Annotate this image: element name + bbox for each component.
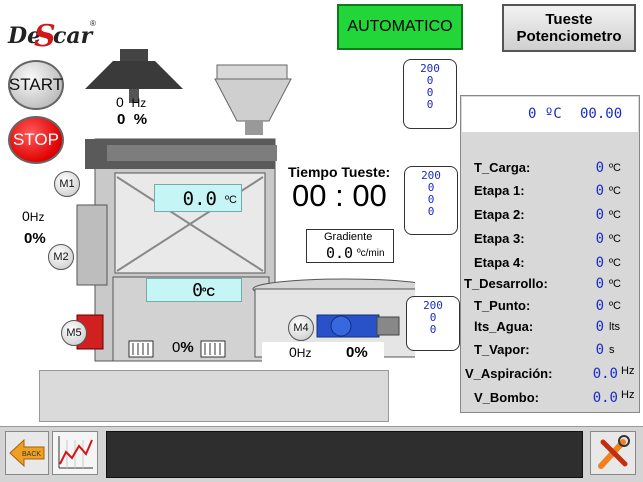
start-button[interactable]: START — [8, 60, 64, 110]
summary-temperature: 0 ºC — [528, 106, 562, 122]
settings-tools-button[interactable] — [590, 431, 636, 475]
m2-percent: 0% — [24, 230, 46, 247]
gradient-label: Gradiente — [324, 231, 373, 243]
info-message-area — [39, 370, 389, 422]
aspiration-freq: 0 Hz — [116, 94, 147, 110]
summary-time: 00.00 — [580, 106, 623, 122]
motor-m5-indicator[interactable]: M5 — [61, 320, 87, 346]
line-chart-icon — [58, 436, 93, 469]
back-button[interactable]: BACK — [5, 431, 49, 475]
roast-time-value: 00 : 00 — [292, 178, 387, 213]
gradient-unit: ºc/min — [357, 248, 385, 259]
motor-m1-indicator[interactable]: M1 — [54, 171, 80, 197]
roast-curve-chart-button[interactable] — [52, 431, 98, 475]
motor-m4-indicator[interactable]: M4 — [288, 315, 314, 341]
svg-text:S: S — [34, 19, 56, 52]
back-arrow-icon: BACK — [9, 438, 45, 468]
roast-mode-button[interactable]: Tueste Potenciometro — [502, 4, 636, 52]
gradient-value: 0.0 — [326, 244, 354, 262]
svg-text:®: ® — [90, 19, 96, 28]
brand-logo: De S car ® — [6, 10, 98, 54]
lower-temperature-display: 0 ºC — [146, 278, 242, 302]
roast-summary-header — [462, 97, 638, 132]
roast-time-label: Tiempo Tueste: — [288, 164, 391, 180]
drum-percent: 0% — [172, 339, 194, 356]
automatic-mode-button[interactable]: AUTOMATICO — [337, 4, 463, 50]
motor-m2-indicator[interactable]: M2 — [48, 244, 74, 270]
gradient-box — [306, 229, 394, 263]
pid-setpoint-box-top[interactable]: 200 0 0 0 — [403, 59, 457, 129]
pid-setpoint-box-middle[interactable]: 200 0 0 0 — [404, 166, 458, 235]
svg-text:BACK: BACK — [22, 451, 41, 458]
cooler-freq: 0Hz — [289, 344, 312, 360]
status-message-bar — [106, 431, 583, 478]
svg-text:De: De — [7, 23, 41, 49]
stop-button[interactable]: STOP — [8, 116, 64, 164]
cooler-readout-strip — [262, 342, 384, 362]
svg-text:car: car — [53, 23, 94, 49]
pid-setpoint-box-bottom[interactable]: 200 0 0 — [406, 296, 460, 351]
aspiration-percent: 0 % — [117, 111, 148, 128]
roast-parameters-panel — [460, 95, 640, 413]
cooler-percent: 0% — [346, 344, 368, 361]
drum-temperature-display: 0.0 ºC — [154, 184, 242, 212]
m2-freq: 0Hz — [22, 208, 45, 224]
tools-icon — [598, 435, 630, 469]
